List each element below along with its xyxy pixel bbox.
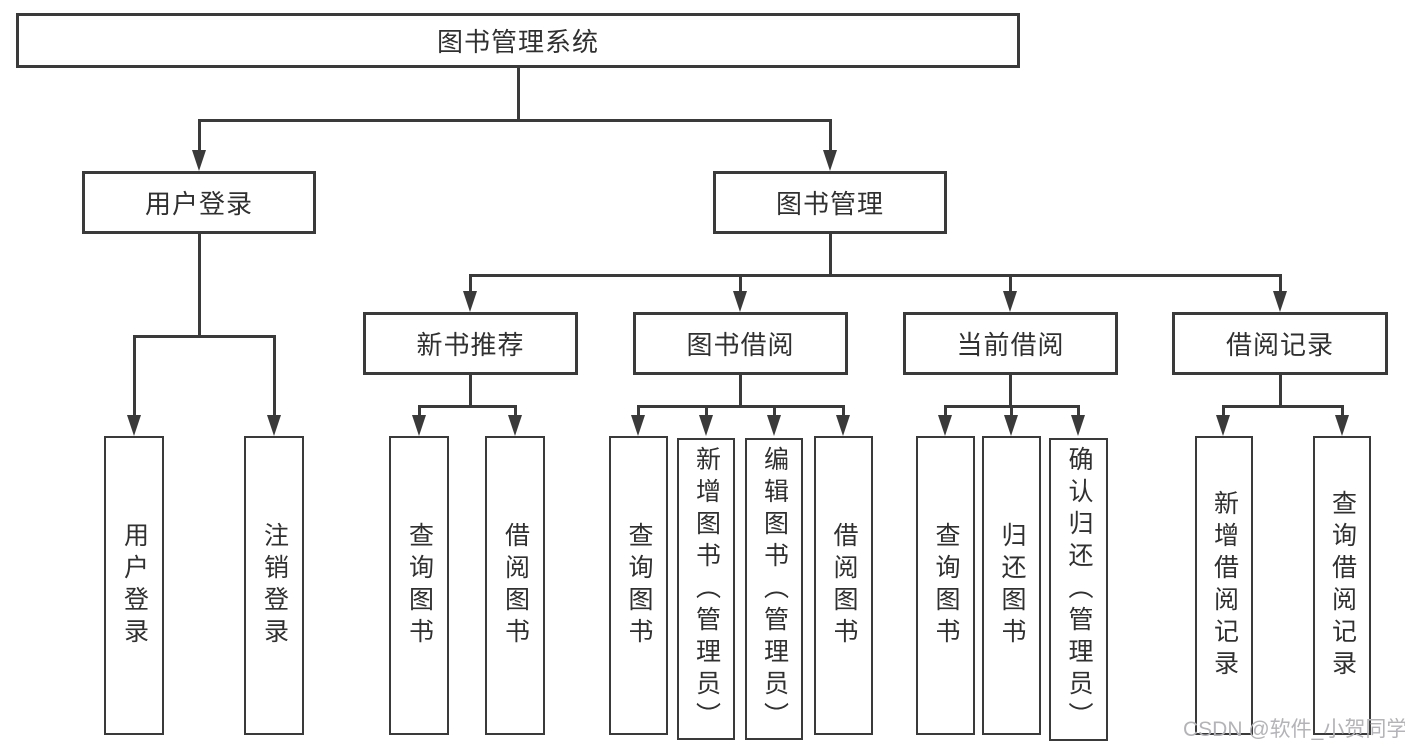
node-book-borrowing: 图书借阅 bbox=[633, 312, 848, 375]
arrowhead-icon bbox=[699, 415, 713, 436]
leaf-query-books-current: 查询图书 bbox=[916, 436, 975, 735]
leaf-return-books-label: 归还图书 bbox=[998, 521, 1026, 650]
leaf-query-books-current-label: 查询图书 bbox=[932, 521, 960, 650]
arrowhead-icon bbox=[508, 415, 522, 436]
connector-records-split bbox=[1222, 405, 1343, 408]
leaf-query-books-recommend-label: 查询图书 bbox=[405, 521, 434, 650]
arrowhead-icon bbox=[836, 415, 850, 436]
connector-current-stem bbox=[1009, 375, 1012, 406]
connector-drop-add-record bbox=[1222, 405, 1225, 417]
connector-drop-borrowing-records bbox=[1279, 274, 1282, 292]
connector-borrowing-split bbox=[637, 405, 845, 408]
node-new-book-recommend: 新书推荐 bbox=[363, 312, 578, 375]
connector-drop-query-books-3 bbox=[944, 405, 947, 417]
leaf-query-books-recommend: 查询图书 bbox=[389, 436, 449, 735]
connector-recommend-split bbox=[418, 405, 517, 408]
connector-management-stem bbox=[829, 234, 832, 275]
node-current-borrowing-label: 当前借阅 bbox=[956, 330, 1065, 360]
arrowhead-icon bbox=[267, 415, 281, 436]
leaf-user-login-label: 用户登录 bbox=[120, 521, 149, 650]
leaf-edit-books-admin-label: 编辑图书（管理员） bbox=[760, 446, 789, 734]
leaf-add-books-admin: 新增图书（管理员） bbox=[677, 438, 735, 740]
leaf-query-books-borrowing: 查询图书 bbox=[609, 436, 668, 735]
connector-records-stem bbox=[1279, 375, 1282, 406]
connector-drop-query-books-2 bbox=[637, 405, 640, 417]
leaf-borrow-books-recommend: 借阅图书 bbox=[485, 436, 545, 735]
leaf-query-books-borrowing-label: 查询图书 bbox=[625, 521, 653, 650]
connector-drop-edit-books bbox=[773, 405, 776, 417]
arrowhead-icon bbox=[1335, 415, 1349, 436]
connector-drop-borrow-books-2 bbox=[842, 405, 845, 417]
connector-drop-query-books-1 bbox=[418, 405, 421, 417]
connector-root-stem bbox=[517, 68, 520, 119]
connector-login-stem bbox=[198, 234, 201, 335]
leaf-borrow-books-borrowing-label: 借阅图书 bbox=[830, 521, 858, 650]
connector-recommend-stem bbox=[469, 375, 472, 406]
connector-management-split bbox=[469, 274, 1281, 277]
connector-drop-book-borrowing bbox=[739, 274, 742, 292]
arrowhead-icon bbox=[127, 415, 141, 436]
connector-root-split bbox=[198, 119, 832, 122]
node-root-label: 图书管理系统 bbox=[436, 27, 599, 57]
leaf-add-books-admin-label: 新增图书（管理员） bbox=[692, 446, 721, 734]
node-new-book-recommend-label: 新书推荐 bbox=[416, 330, 525, 360]
leaf-logout-login-label: 注销登录 bbox=[260, 521, 289, 650]
connector-drop-add-books bbox=[705, 405, 708, 417]
connector-drop-current-borrowing bbox=[1009, 274, 1012, 292]
node-borrowing-records: 借阅记录 bbox=[1172, 312, 1388, 375]
connector-drop-borrow-books-1 bbox=[514, 405, 517, 417]
leaf-user-login: 用户登录 bbox=[104, 436, 164, 735]
connector-drop-leaf-logout bbox=[273, 335, 276, 416]
connector-drop-confirm-return bbox=[1077, 405, 1080, 417]
node-user-login: 用户登录 bbox=[82, 171, 316, 234]
leaf-add-borrow-record: 新增借阅记录 bbox=[1195, 436, 1253, 735]
leaf-return-books: 归还图书 bbox=[982, 436, 1041, 735]
arrowhead-icon bbox=[412, 415, 426, 436]
node-root: 图书管理系统 bbox=[16, 13, 1020, 68]
node-current-borrowing: 当前借阅 bbox=[903, 312, 1118, 375]
arrowhead-icon bbox=[1003, 291, 1017, 312]
leaf-borrow-books-recommend-label: 借阅图书 bbox=[501, 521, 530, 650]
leaf-query-borrow-record-label: 查询借阅记录 bbox=[1328, 489, 1357, 682]
arrowhead-icon bbox=[1004, 415, 1018, 436]
watermark: CSDN @软件_小贺同学 bbox=[1183, 718, 1405, 741]
node-user-login-label: 用户登录 bbox=[144, 189, 253, 219]
node-book-management-label: 图书管理 bbox=[775, 189, 884, 219]
node-book-management: 图书管理 bbox=[713, 171, 947, 234]
arrowhead-icon bbox=[463, 291, 477, 312]
leaf-borrow-books-borrowing: 借阅图书 bbox=[814, 436, 873, 735]
arrowhead-icon bbox=[1071, 415, 1085, 436]
connector-drop-query-record bbox=[1341, 405, 1344, 417]
leaf-confirm-return-admin-label: 确认归还（管理员） bbox=[1065, 446, 1093, 734]
arrowhead-icon bbox=[767, 415, 781, 436]
connector-drop-new-book-recommend bbox=[469, 274, 472, 292]
connector-borrowing-stem bbox=[739, 375, 742, 406]
node-borrowing-records-label: 借阅记录 bbox=[1225, 330, 1334, 360]
arrowhead-icon bbox=[1273, 291, 1287, 312]
arrowhead-icon bbox=[1216, 415, 1230, 436]
arrowhead-icon bbox=[938, 415, 952, 436]
connector-drop-user-login bbox=[198, 119, 201, 152]
connector-drop-return-books bbox=[1010, 405, 1013, 417]
connector-drop-leaf-user-login bbox=[133, 335, 136, 416]
leaf-confirm-return-admin: 确认归还（管理员） bbox=[1049, 438, 1108, 741]
arrowhead-icon bbox=[192, 150, 206, 171]
connector-drop-book-management bbox=[829, 119, 832, 152]
leaf-edit-books-admin: 编辑图书（管理员） bbox=[745, 438, 803, 740]
leaf-query-borrow-record: 查询借阅记录 bbox=[1313, 436, 1371, 735]
arrowhead-icon bbox=[631, 415, 645, 436]
leaf-logout-login: 注销登录 bbox=[244, 436, 304, 735]
leaf-add-borrow-record-label: 新增借阅记录 bbox=[1210, 489, 1239, 682]
arrowhead-icon bbox=[733, 291, 747, 312]
arrowhead-icon bbox=[823, 150, 837, 171]
node-book-borrowing-label: 图书借阅 bbox=[686, 330, 795, 360]
connector-login-split bbox=[133, 335, 276, 338]
